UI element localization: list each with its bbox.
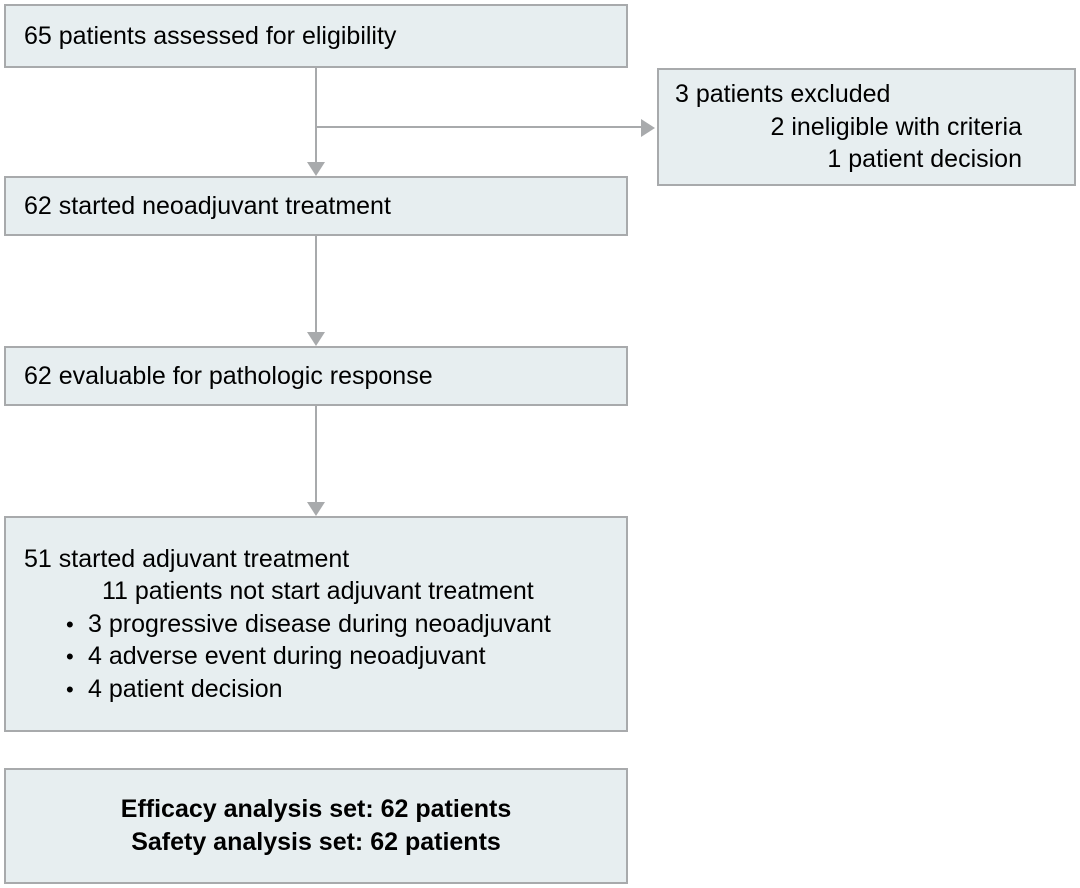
node-adjuvant-reason-1-text: 4 adverse event during neoadjuvant bbox=[88, 642, 486, 671]
bullet-icon: • bbox=[66, 611, 74, 637]
arrowhead-right-excluded bbox=[641, 119, 655, 137]
node-analysis-efficacy: Efficacy analysis set: 62 patients bbox=[120, 795, 512, 823]
node-neoadjuvant: 62 started neoadjuvant treatment bbox=[4, 176, 628, 236]
connector-hline-excluded bbox=[315, 126, 643, 128]
node-evaluable-text: 62 evaluable for pathologic response bbox=[24, 361, 433, 390]
node-eligibility-text: 65 patients assessed for eligibility bbox=[24, 21, 397, 50]
node-excluded-reason-1: 1 patient decision bbox=[827, 145, 1022, 174]
node-excluded-heading: 3 patients excluded bbox=[675, 80, 891, 109]
connector-vline-neoadjuvant bbox=[315, 236, 317, 332]
node-analysis-safety: Safety analysis set: 62 patients bbox=[131, 828, 501, 856]
node-eligibility: 65 patients assessed for eligibility bbox=[4, 4, 628, 68]
connector-vline-eligibility bbox=[315, 68, 317, 166]
node-adjuvant-subheading: 11 patients not start adjuvant treatment bbox=[102, 577, 534, 606]
node-adjuvant-reason-0: • 3 progressive disease during neoadjuva… bbox=[6, 608, 626, 641]
node-adjuvant-reason-2: • 4 patient decision bbox=[6, 673, 626, 706]
node-analysis-sets: Efficacy analysis set: 62 patients Safet… bbox=[4, 768, 628, 884]
bullet-icon: • bbox=[66, 676, 74, 702]
node-adjuvant-reason-1: • 4 adverse event during neoadjuvant bbox=[6, 640, 626, 673]
node-excluded: 3 patients excluded 2 ineligible with cr… bbox=[657, 68, 1076, 186]
node-adjuvant-heading: 51 started adjuvant treatment bbox=[24, 544, 350, 573]
node-adjuvant-reason-0-text: 3 progressive disease during neoadjuvant bbox=[88, 609, 551, 638]
arrowhead-down-evaluable bbox=[307, 332, 325, 346]
node-excluded-reason-0: 2 ineligible with criteria bbox=[770, 112, 1022, 141]
node-adjuvant: 51 started adjuvant treatment 11 patient… bbox=[4, 516, 628, 732]
node-adjuvant-reason-2-text: 4 patient decision bbox=[88, 674, 283, 703]
node-neoadjuvant-text: 62 started neoadjuvant treatment bbox=[24, 191, 391, 220]
bullet-icon: • bbox=[66, 644, 74, 670]
arrowhead-down-neoadjuvant bbox=[307, 162, 325, 176]
arrowhead-down-adjuvant bbox=[307, 502, 325, 516]
node-evaluable: 62 evaluable for pathologic response bbox=[4, 346, 628, 406]
connector-vline-evaluable bbox=[315, 406, 317, 502]
